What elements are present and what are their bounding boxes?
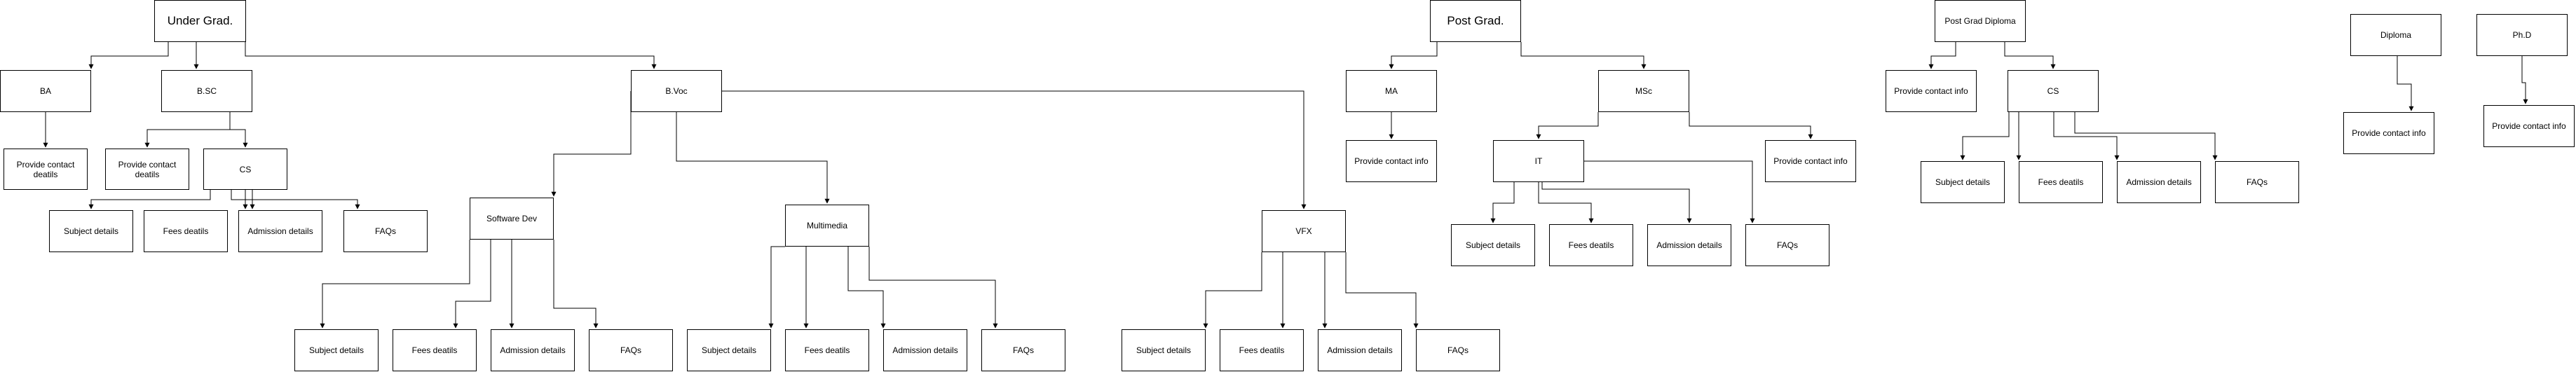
node-msc-contact[interactable]: Provide contact info bbox=[1765, 140, 1856, 182]
node-post-grad-diploma[interactable]: Post Grad Diploma bbox=[1935, 0, 2026, 42]
node-bsc-cs-fees[interactable]: Fees deatils bbox=[144, 210, 228, 252]
node-ba[interactable]: BA bbox=[0, 70, 91, 112]
connector-arrow bbox=[868, 247, 998, 329]
connector-arrow bbox=[1960, 112, 2010, 160]
node-it-subject[interactable]: Subject details bbox=[1451, 224, 1535, 266]
node-bvoc[interactable]: B.Voc bbox=[631, 70, 722, 112]
node-diploma[interactable]: Diploma bbox=[2350, 14, 2441, 56]
node-bsc-cs[interactable]: CS bbox=[203, 149, 287, 190]
node-ma-contact[interactable]: Provide contact info bbox=[1346, 140, 1437, 182]
node-vfx-faqs[interactable]: FAQs bbox=[1416, 329, 1500, 371]
connector-arrow bbox=[1203, 252, 1262, 329]
node-mm-subject[interactable]: Subject details bbox=[687, 329, 771, 371]
node-bsc-cs-admission[interactable]: Admission details bbox=[238, 210, 322, 252]
node-it-admission[interactable]: Admission details bbox=[1647, 224, 1731, 266]
connector-arrow bbox=[1389, 42, 1438, 69]
connector-arrow bbox=[2397, 56, 2414, 111]
node-pgd-cs-fees[interactable]: Fees deatils bbox=[2019, 161, 2103, 203]
node-swdev-admission[interactable]: Admission details bbox=[491, 329, 575, 371]
connector-arrow bbox=[88, 42, 169, 69]
node-swdev-faqs[interactable]: FAQs bbox=[589, 329, 673, 371]
connector-arrow bbox=[1689, 112, 1813, 139]
connector-arrow bbox=[320, 240, 470, 329]
connector-arrow bbox=[1345, 252, 1419, 329]
connector-arrow bbox=[1490, 182, 1515, 223]
connector-arrow bbox=[2074, 112, 2218, 160]
connector-arrow bbox=[453, 240, 491, 329]
node-bsc[interactable]: B.SC bbox=[161, 70, 252, 112]
connector-arrow bbox=[722, 90, 1307, 209]
node-vfx-admission[interactable]: Admission details bbox=[1318, 329, 1402, 371]
connector-arrow bbox=[1928, 42, 1956, 69]
node-multimedia[interactable]: Multimedia bbox=[785, 205, 869, 247]
node-bsc-cs-subject[interactable]: Subject details bbox=[49, 210, 133, 252]
node-bsc-cs-faqs[interactable]: FAQs bbox=[343, 210, 428, 252]
connector-arrow bbox=[1520, 42, 1647, 69]
connector-arrow bbox=[553, 240, 599, 329]
node-swdev-subject[interactable]: Subject details bbox=[294, 329, 379, 371]
node-vfx-subject[interactable]: Subject details bbox=[1122, 329, 1206, 371]
node-ba-contact[interactable]: Provide contact deatils bbox=[4, 149, 88, 190]
node-vfx-fees[interactable]: Fees deatils bbox=[1220, 329, 1304, 371]
node-it[interactable]: IT bbox=[1493, 140, 1584, 182]
node-ma[interactable]: MA bbox=[1346, 70, 1437, 112]
node-mm-fees[interactable]: Fees deatils bbox=[785, 329, 869, 371]
node-it-fees[interactable]: Fees deatils bbox=[1549, 224, 1633, 266]
connector-arrow bbox=[144, 112, 231, 148]
connector-arrow bbox=[2004, 42, 2056, 69]
node-mm-faqs[interactable]: FAQs bbox=[981, 329, 1065, 371]
node-post-grad[interactable]: Post Grad. bbox=[1430, 0, 1521, 42]
node-phd[interactable]: Ph.D bbox=[2476, 14, 2568, 56]
node-pgd-cs-faqs[interactable]: FAQs bbox=[2215, 161, 2299, 203]
connector-arrow bbox=[2521, 56, 2528, 104]
connector-arrow bbox=[768, 246, 785, 329]
node-swdev-fees[interactable]: Fees deatils bbox=[393, 329, 477, 371]
node-pgd-cs[interactable]: CS bbox=[2008, 70, 2099, 112]
node-software-dev[interactable]: Software Dev bbox=[470, 198, 554, 240]
connector-arrow bbox=[2053, 112, 2120, 160]
connector-arrow bbox=[1541, 182, 1692, 223]
connector-arrow bbox=[1536, 112, 1599, 139]
connector-arrow bbox=[252, 190, 360, 209]
connector-arrow bbox=[676, 112, 830, 204]
connector-arrow bbox=[1538, 182, 1594, 223]
node-mm-admission[interactable]: Admission details bbox=[883, 329, 967, 371]
node-vfx[interactable]: VFX bbox=[1262, 210, 1346, 252]
connector-arrow bbox=[1584, 160, 1755, 223]
node-msc[interactable]: MSc bbox=[1598, 70, 1689, 112]
node-pgd-cs-subject[interactable]: Subject details bbox=[1921, 161, 2005, 203]
connector-arrow bbox=[847, 247, 886, 329]
connector-arrow bbox=[551, 91, 632, 197]
node-phd-contact[interactable]: Provide contact info bbox=[2483, 105, 2575, 147]
connector-arrow bbox=[229, 112, 248, 148]
connector-arrow bbox=[88, 190, 211, 209]
connector-arrow bbox=[245, 42, 657, 69]
node-bsc-contact[interactable]: Provide contact deatils bbox=[105, 149, 189, 190]
node-diploma-contact[interactable]: Provide contact info bbox=[2343, 112, 2434, 154]
node-pgd-contact[interactable]: Provide contact info bbox=[1886, 70, 1977, 112]
node-under-grad[interactable]: Under Grad. bbox=[154, 0, 246, 42]
connector-arrow bbox=[231, 190, 255, 209]
node-pgd-cs-admission[interactable]: Admission details bbox=[2117, 161, 2201, 203]
node-it-faqs[interactable]: FAQs bbox=[1745, 224, 1829, 266]
